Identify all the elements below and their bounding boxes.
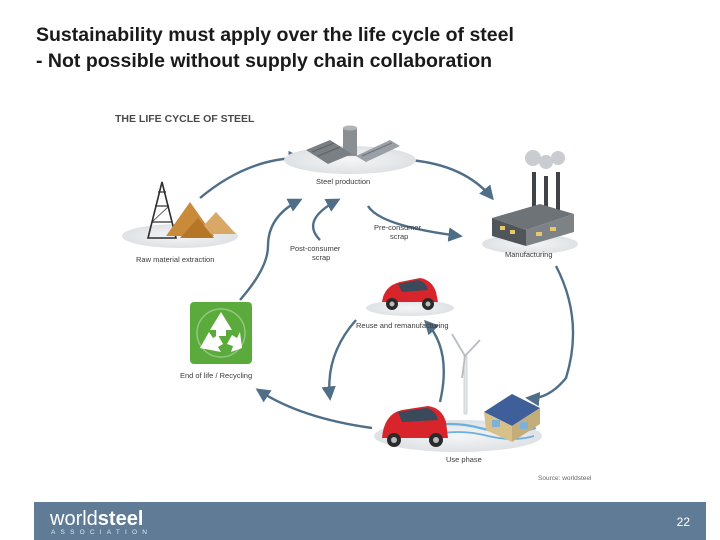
arrow-raw-to-production [200, 158, 300, 198]
steel-production-illustration [284, 126, 416, 175]
arrow-production-to-manufacturing [410, 160, 492, 198]
label-pre-consumer-2: scrap [390, 232, 408, 241]
label-manufacturing: Manufacturing [505, 250, 553, 259]
brand-subtitle: ASSOCIATION [51, 529, 152, 536]
label-use-phase: Use phase [446, 455, 482, 464]
label-steel-production: Steel production [316, 177, 370, 186]
manufacturing-illustration [482, 150, 578, 254]
raw-material-illustration [122, 182, 238, 248]
label-post-consumer-1: Post-consumer [290, 244, 341, 253]
label-raw-material: Raw material extraction [136, 255, 214, 264]
arrow-reuse-to-use [329, 320, 356, 398]
arrow-use-to-reuse [426, 322, 444, 402]
worldsteel-logo: worldsteel [50, 508, 143, 530]
brand-part2: steel [98, 508, 144, 530]
label-end-of-life: End of life / Recycling [180, 371, 252, 380]
diagram-heading: THE LIFE CYCLE OF STEEL [115, 113, 255, 125]
brand-part1: world [50, 508, 98, 530]
use-phase-illustration [374, 334, 542, 452]
label-pre-consumer-1: Pre-consumer [374, 223, 422, 232]
reuse-car-illustration [366, 278, 454, 316]
recycle-icon [190, 302, 252, 364]
arrow-manufacturing-to-use [528, 266, 573, 398]
life-cycle-diagram: THE LIFE CYCLE OF STEEL Steel production [0, 0, 720, 500]
source-note: Source: worldsteel [538, 475, 592, 482]
footer-bar: worldsteel ASSOCIATION 22 [34, 502, 706, 540]
page-number: 22 [677, 515, 690, 529]
arrow-use-to-recycling [258, 390, 372, 428]
label-reuse: Reuse and remanufacturing [356, 321, 449, 330]
label-post-consumer-2: scrap [312, 253, 330, 262]
arrow-post-consumer-scrap [313, 200, 338, 240]
